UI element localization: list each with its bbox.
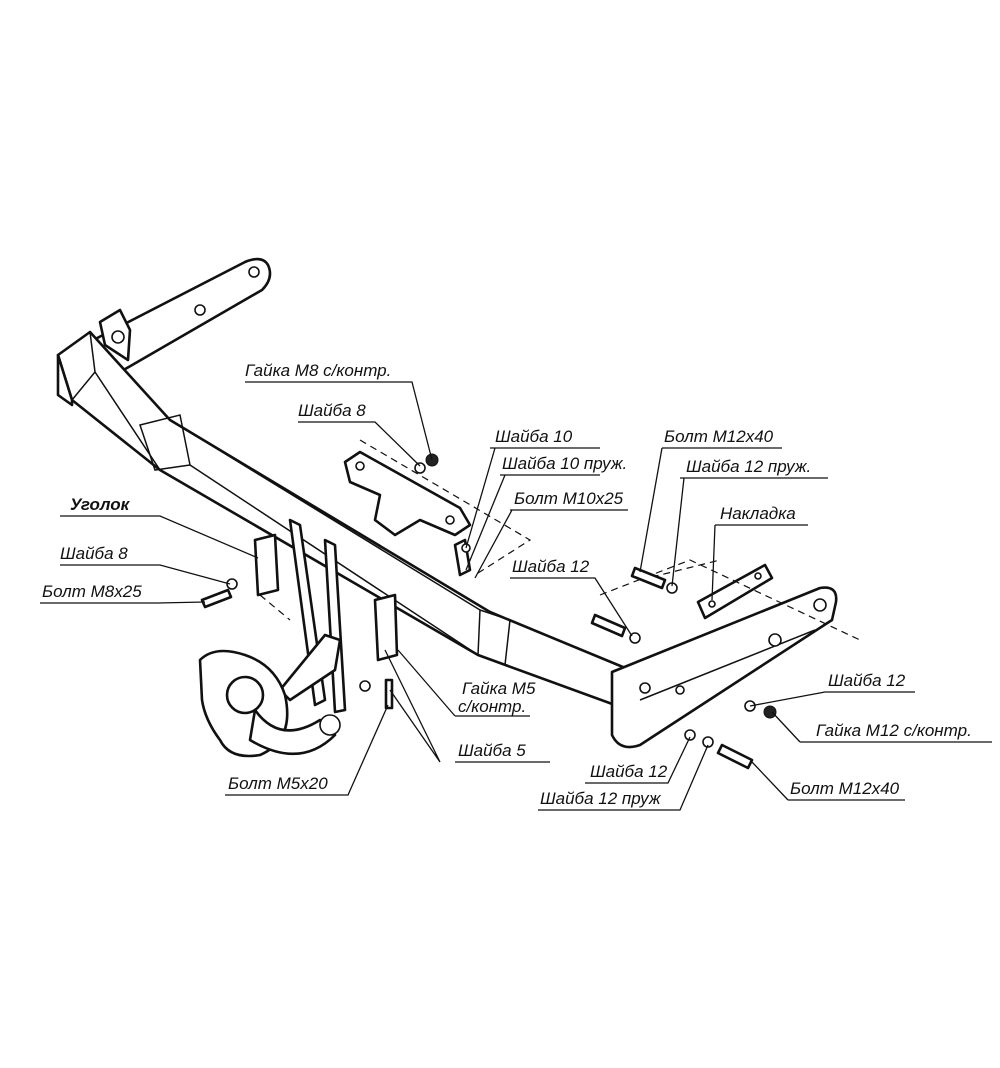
nakladka-plate [696,563,774,620]
part-labels: Гайка М8 с/контр. Шайба 8 Шайба 10 Шайба… [42,361,972,808]
leader-lines [40,381,992,811]
hitch-ball-assembly [198,518,371,758]
label-shaiba-12-bottom: Шайба 12 [590,762,668,781]
left-mounting-bracket [68,257,272,374]
label-bolt-m10x25: Болт М10х25 [514,489,624,508]
label-gaika-m5: Гайка М5 [462,679,536,698]
label-shaiba-5: Шайба 5 [458,741,526,760]
ugolok-bracket [253,533,399,662]
label-shaiba-8-top: Шайба 8 [298,401,366,420]
label-shaiba-10-pruzh: Шайба 10 пруж. [502,454,627,473]
label-nakladka: Накладка [720,504,796,523]
label-shaiba-8-left: Шайба 8 [60,544,128,563]
right-end-plate [610,586,838,749]
label-ugolok: Уголок [70,495,131,514]
label-gaika-m8: Гайка М8 с/контр. [245,361,391,380]
label-gaika-m5-suffix: с/контр. [458,697,526,716]
center-mounting-plate [343,450,472,537]
label-shaiba-12-pruzh-bottom: Шайба 12 пруж [540,789,662,808]
label-bolt-m12x40-top: Болт М12х40 [664,427,774,446]
label-gaika-m12: Гайка М12 с/контр. [816,721,972,740]
label-bolt-m5x20: Болт М5х20 [228,774,328,793]
label-shaiba-12-mid: Шайба 12 [512,557,590,576]
label-shaiba-12-right: Шайба 12 [828,671,906,690]
label-shaiba-10: Шайба 10 [495,427,573,446]
label-bolt-m12x40-bottom: Болт М12х40 [790,779,900,798]
label-shaiba-12-pruzh-top: Шайба 12 пруж. [686,457,811,476]
hardware-items [200,453,777,770]
label-bolt-m8x25: Болт М8х25 [42,582,142,601]
main-cross-beam [56,330,637,707]
